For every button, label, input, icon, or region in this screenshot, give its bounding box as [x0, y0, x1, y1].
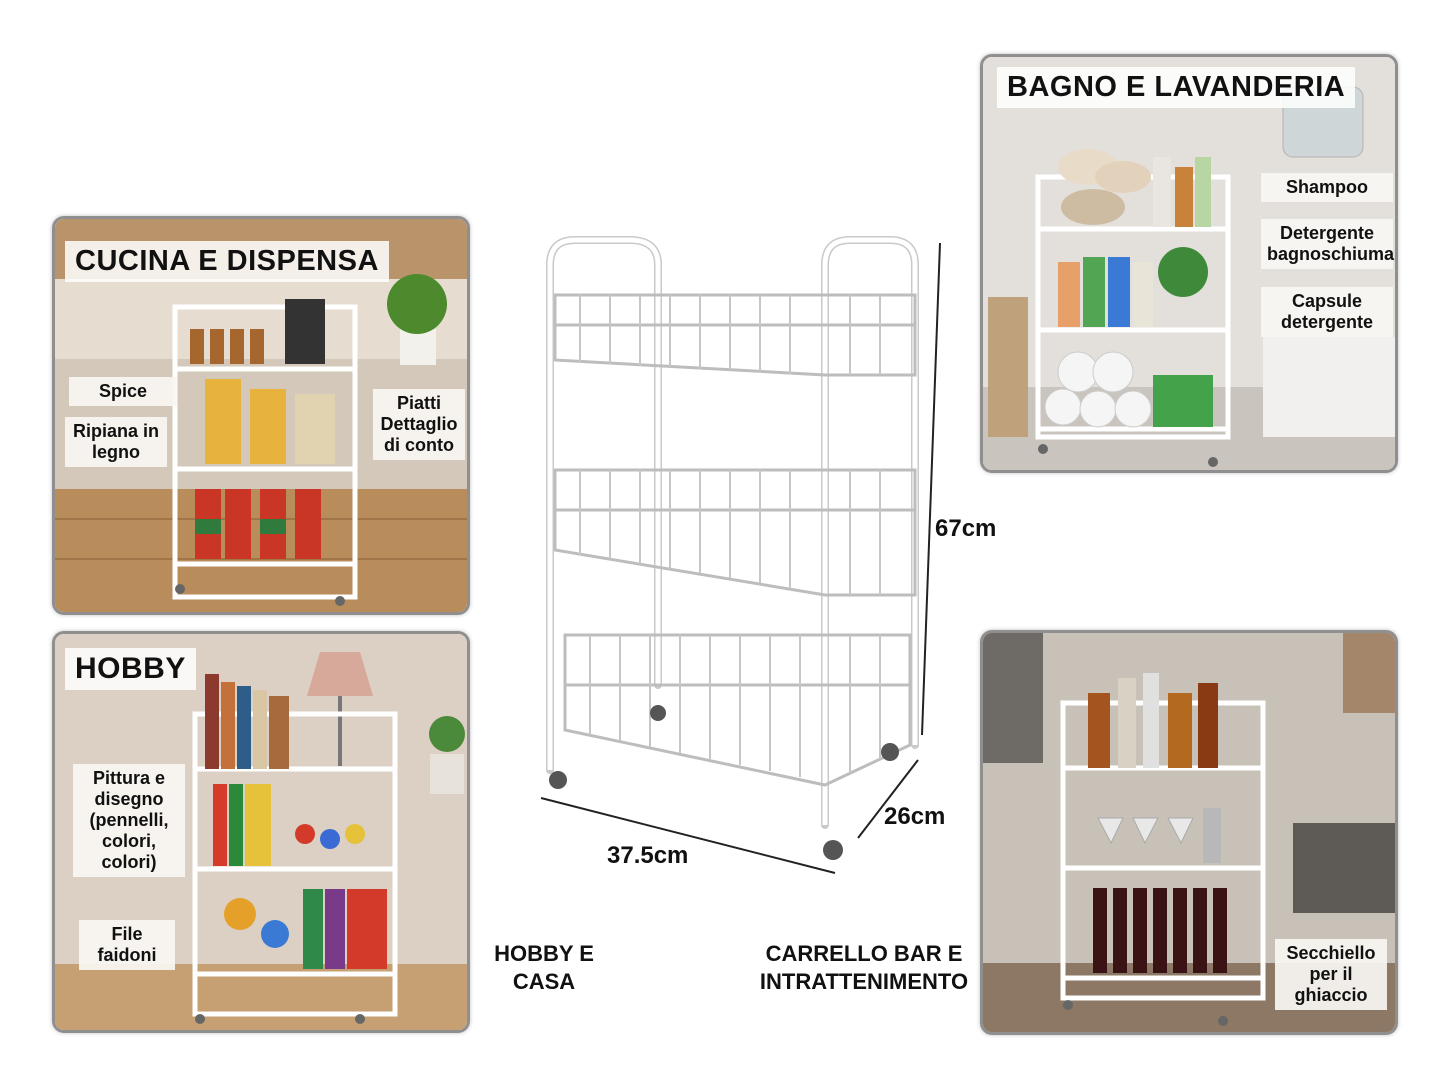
height-dimension-label: 67cm [935, 515, 997, 542]
kitchen-scene-image [55, 219, 467, 612]
bathroom-label-body-wash: Detergente bagnoschiuma [1261, 219, 1394, 269]
bathroom-label-shampoo: Shampoo [1261, 173, 1393, 202]
bathroom-panel-title: BAGNO E LAVANDERIA [997, 67, 1356, 108]
width-dimension-label: 37.5cm [607, 842, 689, 869]
caption-hobby-home: HOBBY E CASA [494, 941, 594, 994]
bar-panel: Secchiello per il ghiaccio [980, 630, 1398, 1035]
bathroom-label-detergent: Capsule detergente [1261, 287, 1393, 337]
kitchen-panel-title: CUCINA E DISPENSA [65, 241, 389, 282]
depth-dimension-label: 26cm [884, 803, 946, 830]
hobby-label-files: File faidoni [79, 920, 175, 970]
hobby-panel: HOBBY Pittura e disegno (pennelli, color… [52, 631, 470, 1033]
kitchen-label-plates: Piatti Dettaglio di conto [373, 389, 465, 460]
kitchen-panel: CUCINA E DISPENSA Spice Ripiana in legno… [52, 216, 470, 615]
caption-bar-entertainment: CARRELLO BAR E INTRATTENIMENTO [759, 941, 969, 994]
cart-product-image [546, 236, 919, 860]
hobby-label-painting: Pittura e disegno (pennelli, colori, col… [73, 764, 185, 877]
kitchen-label-spice: Spice [69, 377, 177, 406]
bar-label-ice-bucket: Secchiello per il ghiaccio [1275, 939, 1387, 1010]
bar-scene-image [983, 633, 1395, 1032]
kitchen-label-shelf: Ripiana in legno [65, 417, 167, 467]
bathroom-panel: BAGNO E LAVANDERIA Shampoo Detergente ba… [980, 54, 1398, 473]
hobby-panel-title: HOBBY [65, 648, 196, 690]
